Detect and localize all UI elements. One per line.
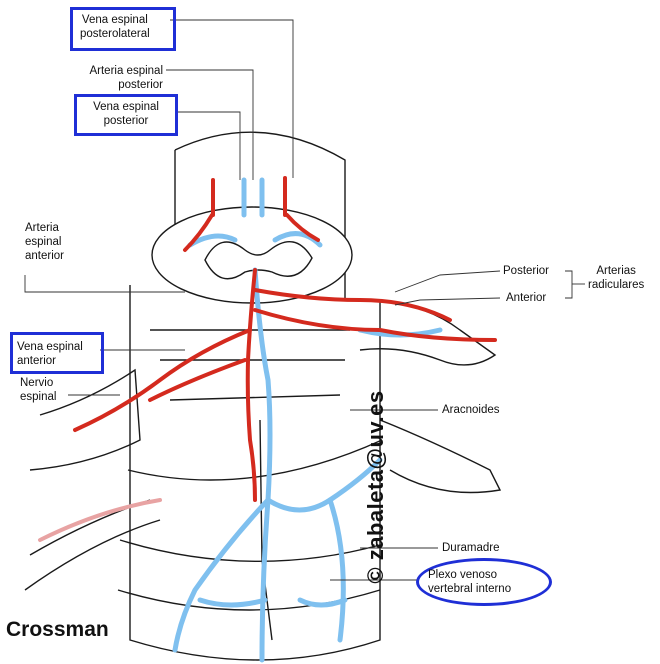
radicular-artery-posterior bbox=[255, 290, 450, 320]
label-line: Vena espinal bbox=[80, 100, 172, 114]
anterior-spinal-artery bbox=[248, 270, 255, 500]
label-line: Arteria espinal bbox=[77, 64, 163, 78]
label-arteria-espinal-posterior: Arteria espinal posterior bbox=[77, 64, 163, 92]
venous-plexus bbox=[330, 500, 343, 640]
label-line: Vena espinal bbox=[80, 13, 150, 27]
label-posterior: Posterior bbox=[503, 264, 549, 278]
author-credit: Crossman bbox=[6, 618, 109, 642]
label-arteria-espinal-anterior: Arteria espinal anterior bbox=[25, 221, 64, 263]
label-line: Plexo venoso bbox=[428, 568, 511, 582]
label-line: Arteria bbox=[25, 221, 64, 235]
label-plexo-venoso-vertebral-interno: Plexo venoso vertebral interno bbox=[428, 568, 511, 596]
label-line: Vena espinal bbox=[17, 340, 83, 354]
label-nervio-espinal: Nervio espinal bbox=[20, 376, 56, 404]
label-line: posterolateral bbox=[80, 27, 150, 41]
label-vena-espinal-anterior: Vena espinal anterior bbox=[17, 340, 83, 368]
label-line: radiculares bbox=[588, 278, 644, 292]
label-vena-espinal-posterior: Vena espinal posterior bbox=[80, 100, 172, 128]
label-line: Arterias bbox=[588, 264, 644, 278]
label-line: vertebral interno bbox=[428, 582, 511, 596]
copyright-watermark: © zabaleta@uv.es bbox=[363, 357, 393, 617]
label-line: espinal bbox=[25, 235, 64, 249]
label-anterior: Anterior bbox=[506, 291, 546, 305]
label-line: posterior bbox=[77, 78, 163, 92]
label-line: Nervio bbox=[20, 376, 56, 390]
label-aracnoides: Aracnoides bbox=[442, 403, 500, 417]
label-duramadre: Duramadre bbox=[442, 541, 500, 555]
label-line: espinal bbox=[20, 390, 56, 404]
label-arterias-radiculares: Arterias radiculares bbox=[588, 264, 644, 292]
label-line: posterior bbox=[80, 114, 172, 128]
label-line: anterior bbox=[25, 249, 64, 263]
label-line: anterior bbox=[17, 354, 83, 368]
label-vena-espinal-posterolateral: Vena espinal posterolateral bbox=[80, 13, 150, 41]
